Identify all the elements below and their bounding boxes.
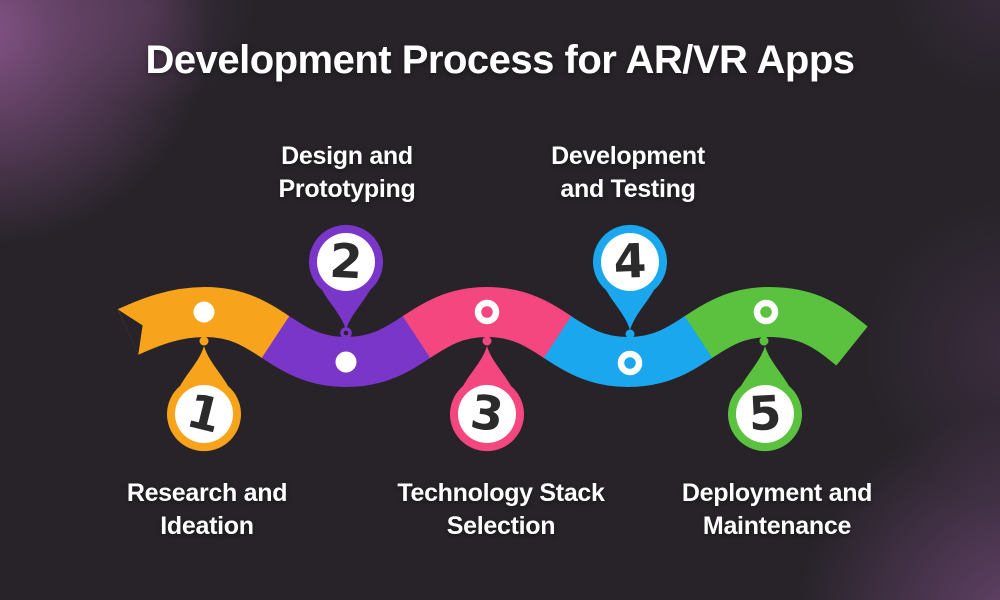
step-label-line: Maintenance <box>702 512 852 540</box>
step-label-design-prototyping: Design and Prototyping <box>217 140 477 206</box>
balloon-inner-5 <box>736 385 794 443</box>
connector-dot-4 <box>625 329 635 339</box>
ribbon-segment-5 <box>682 286 868 366</box>
page-title: Development Process for AR/VR Apps <box>145 38 855 82</box>
step-label-line: Design and <box>281 142 413 170</box>
ribbon-ring-3 <box>474 299 500 325</box>
step-number-2: 2 <box>328 234 364 291</box>
step-number-5: 5 <box>747 386 783 443</box>
balloon-inner-4 <box>601 233 659 291</box>
step-label-deployment-maintenance: Deployment and Maintenance <box>647 477 907 543</box>
ribbon-ring-5 <box>753 299 779 325</box>
balloon-inner-1 <box>175 385 233 443</box>
ribbon-tail-notch <box>117 309 143 355</box>
connector-dot-2 <box>340 327 352 339</box>
connector-dot-3 <box>482 336 492 346</box>
step-number-4: 4 <box>613 234 648 290</box>
step-label-line: Development <box>551 142 705 170</box>
ribbon-segment-3 <box>400 286 572 360</box>
ribbon-dot-2 <box>335 351 357 373</box>
ribbon-segment-4 <box>541 314 713 388</box>
ribbon-ring-4 <box>617 350 643 376</box>
step-label-line: Selection <box>446 512 556 540</box>
balloon-inner-2 <box>317 233 375 291</box>
connector-dot-5 <box>759 336 769 346</box>
step-number-3: 3 <box>467 385 506 444</box>
step-label-line: Research and <box>126 479 288 507</box>
balloon-inner-3 <box>458 385 516 443</box>
step-label-development-testing: Development and Testing <box>498 140 758 206</box>
ribbon-dot-1 <box>193 301 215 323</box>
step-label-research-ideation: Research and Ideation <box>77 477 337 543</box>
step-label-line: Prototyping <box>278 175 416 203</box>
step-label-technology-stack: Technology Stack Selection <box>371 477 631 543</box>
step-label-line: Ideation <box>160 512 254 540</box>
step-label-line: Technology Stack <box>397 479 605 507</box>
step-label-line: and Testing <box>560 175 696 203</box>
connector-dot-1 <box>199 336 209 346</box>
step-label-line: Deployment and <box>681 479 873 507</box>
